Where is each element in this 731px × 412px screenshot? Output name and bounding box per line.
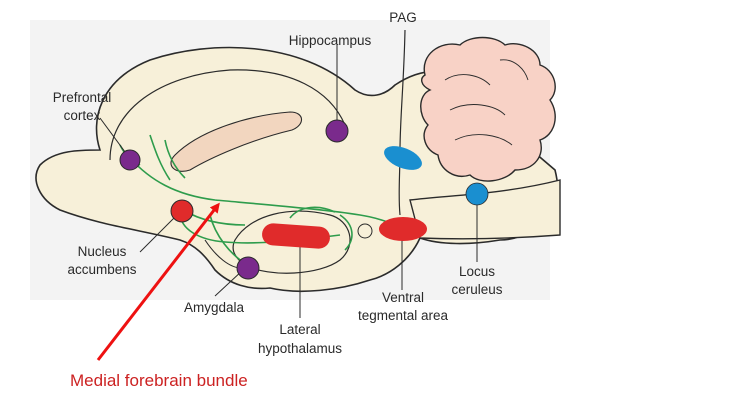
nucleus-accumbens-node [170,199,194,223]
pathway-branch-2 [164,139,186,179]
annotation-caption: Medial forebrain bundle [70,371,248,390]
label-lateral-2: hypothalamus [258,341,342,356]
label-ventral-2: tegmental area [358,308,449,323]
brainstem [409,179,561,240]
annotation-arrow [96,202,220,361]
lateral-ventricle [170,111,303,172]
label-prefrontal-1: Prefrontal [53,90,112,105]
label-ventral-1: Ventral [382,290,424,305]
pathway-prefrontal [129,157,406,229]
label-prefrontal-2: cortex [64,108,101,123]
lateral-hypothalamus-node [262,223,330,249]
pathway-vta [339,214,353,251]
label-lateral-1: Lateral [279,322,320,337]
amygdala-leader [214,269,244,297]
prefrontal-node [119,149,141,171]
pag-node [384,146,422,170]
pathway-hypothalamus [289,206,336,219]
label-pag: PAG [389,10,417,25]
label-hippocampus: Hippocampus [289,33,372,48]
nucleus-leader [139,213,179,253]
label-locus-2: ceruleus [451,282,502,297]
amygdala-node [236,256,260,280]
cerebellum-folds [444,59,529,146]
locus-ceruleus-node [465,182,489,206]
label-nucleus-1: Nucleus [78,244,127,259]
prefrontal-leader [99,117,129,157]
cortex-inner-contour [109,69,346,161]
cerebellum [420,36,556,182]
label-locus-1: Locus [459,264,495,279]
label-amygdala: Amygdala [184,300,245,315]
hippocampus-node [325,119,349,143]
pathway-branch-1 [149,134,171,181]
vta-loop [357,223,373,239]
label-nucleus-2: accumbens [67,262,136,277]
vta-node [379,217,427,241]
